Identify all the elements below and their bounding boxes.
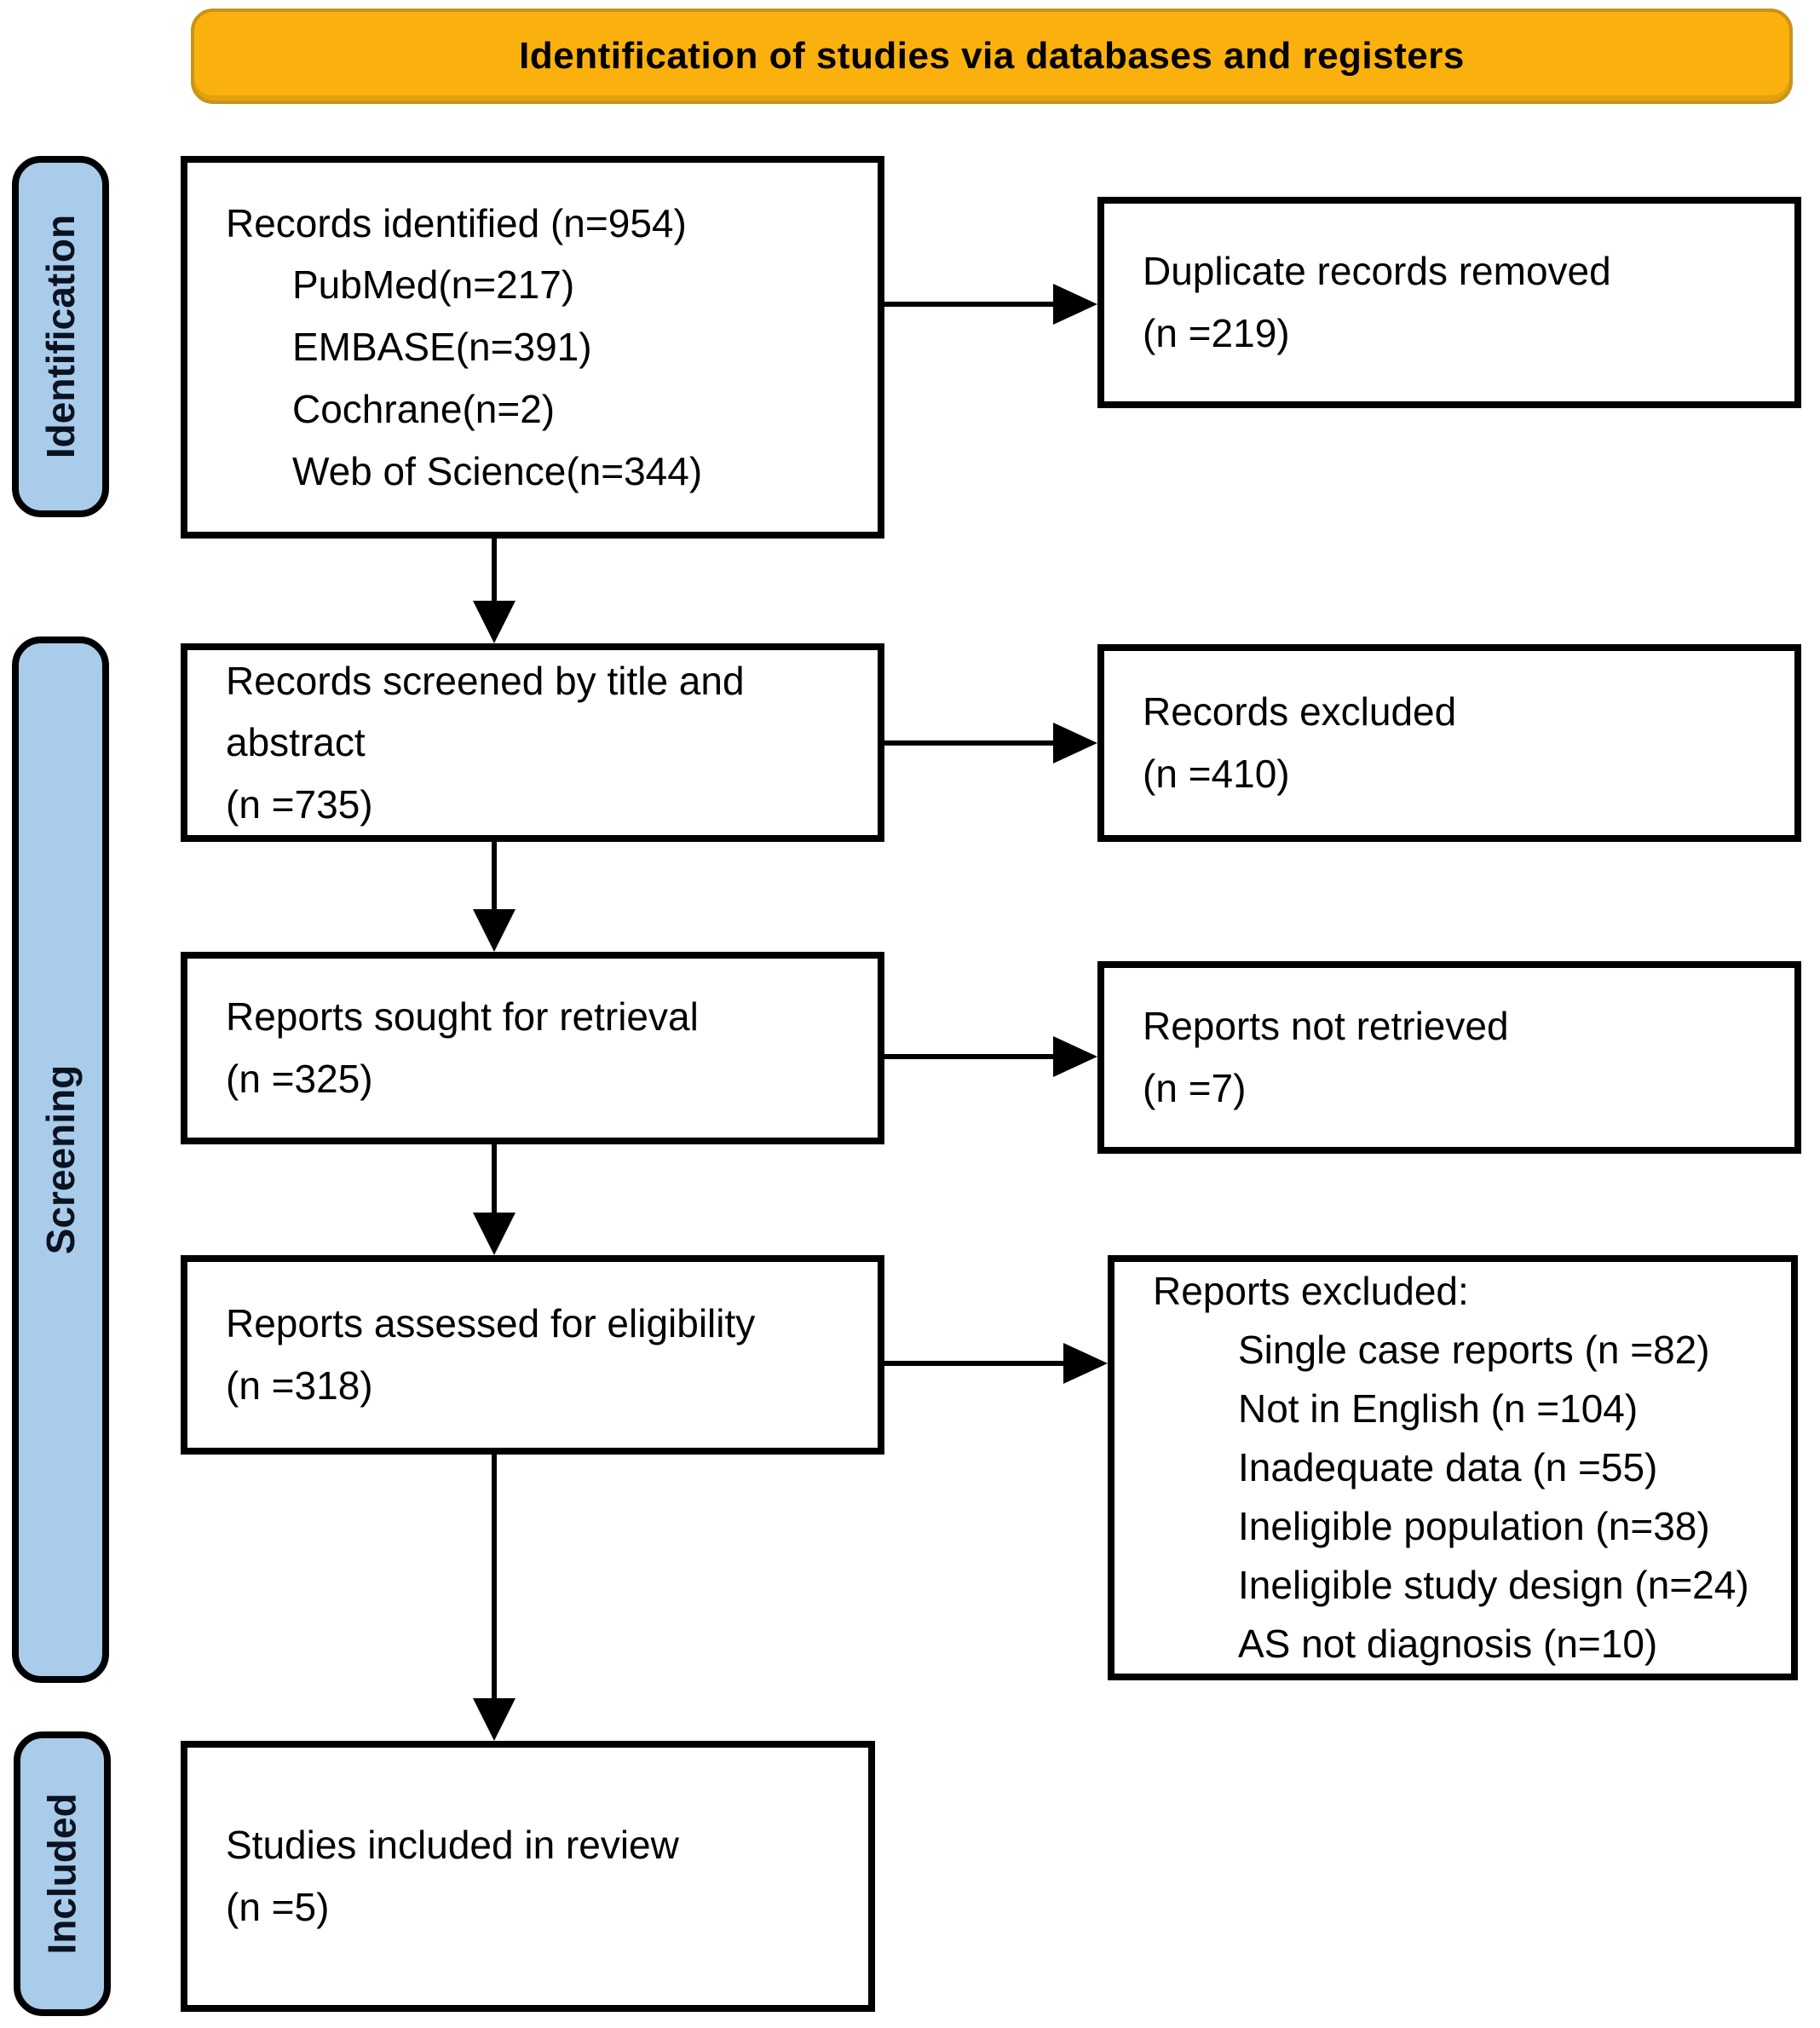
box-reports-sought: Reports sought for retrieval (n =325): [181, 952, 884, 1144]
assessed-count: (n =318): [226, 1363, 373, 1408]
exclusion-reason: Not in English (n =104): [1238, 1386, 1639, 1431]
box-reports-not-retrieved: Reports not retrieved (n =7): [1097, 961, 1801, 1154]
screened-label: Records screened by title and abstract: [226, 658, 745, 765]
records-identified-source: Cochrane(n=2): [292, 386, 556, 431]
records-identified-source: PubMed(n=217): [292, 262, 575, 308]
records-identified-source: EMBASE(n=391): [292, 325, 592, 370]
exclusion-reason: Ineligible study design (n=24): [1238, 1563, 1749, 1607]
arrow-head-right-icon: [1053, 284, 1097, 325]
box-reports-excluded: Reports excluded: Single case reports (n…: [1108, 1255, 1798, 1680]
arrow-head-right-icon: [1053, 723, 1097, 763]
not-retrieved-label: Reports not retrieved: [1143, 1004, 1509, 1049]
arrow-line: [492, 1144, 497, 1214]
title-banner: Identification of studies via databases …: [191, 9, 1793, 104]
box-records-screened: Records screened by title and abstract (…: [181, 643, 884, 842]
box-records-excluded: Records excluded (n =410): [1097, 644, 1801, 842]
duplicates-count: (n =219): [1143, 311, 1290, 355]
records-excluded-label: Records excluded: [1143, 689, 1457, 735]
stage-identification-label: Identification: [38, 214, 84, 459]
stage-screening-label: Screening: [38, 1064, 84, 1255]
not-retrieved-count: (n =7): [1143, 1066, 1247, 1110]
exclusion-reason: Ineligible population (n=38): [1238, 1504, 1710, 1548]
arrow-line: [884, 302, 1056, 307]
arrow-line: [884, 1361, 1065, 1366]
duplicates-label: Duplicate records removed: [1143, 249, 1611, 294]
stage-screening: Screening: [12, 637, 109, 1683]
exclusion-reason: AS not diagnosis (n=10): [1238, 1622, 1658, 1666]
arrow-head-down-icon: [473, 909, 515, 952]
exclusion-reason: Single case reports (n =82): [1238, 1328, 1710, 1372]
screened-count: (n =735): [226, 781, 373, 827]
records-identified-total: Records identified (n=954): [226, 200, 687, 245]
arrow-head-right-icon: [1053, 1036, 1097, 1077]
arrow-line: [492, 842, 497, 911]
included-label: Studies included in review: [226, 1823, 679, 1868]
arrow-line: [492, 539, 497, 602]
box-records-identified: Records identified (n=954) PubMed(n=217)…: [181, 156, 884, 539]
stage-included-label: Included: [40, 1793, 84, 1955]
assessed-label: Reports assessed for eligibility: [226, 1301, 756, 1346]
arrow-head-down-icon: [473, 1213, 515, 1255]
arrow-line: [884, 740, 1056, 746]
included-count: (n =5): [226, 1885, 330, 1929]
records-identified-source: Web of Science(n=344): [292, 448, 703, 493]
box-studies-included: Studies included in review (n =5): [181, 1741, 875, 2012]
arrow-head-right-icon: [1063, 1343, 1108, 1384]
box-reports-assessed: Reports assessed for eligibility (n =318…: [181, 1255, 884, 1455]
records-excluded-count: (n =410): [1143, 752, 1290, 796]
exclusion-reason: Inadequate data (n =55): [1238, 1445, 1658, 1489]
sought-label: Reports sought for retrieval: [226, 994, 699, 1040]
box-duplicate-records-removed: Duplicate records removed (n =219): [1097, 197, 1801, 408]
stage-identification: Identification: [12, 156, 109, 517]
sought-count: (n =325): [226, 1057, 373, 1101]
arrow-line: [884, 1054, 1056, 1059]
arrow-line: [492, 1455, 497, 1700]
reports-excluded-header: Reports excluded:: [1153, 1269, 1469, 1313]
diagram-title: Identification of studies via databases …: [519, 35, 1465, 77]
arrow-head-down-icon: [473, 601, 515, 643]
arrow-head-down-icon: [473, 1698, 515, 1741]
stage-included: Included: [14, 1731, 111, 2016]
